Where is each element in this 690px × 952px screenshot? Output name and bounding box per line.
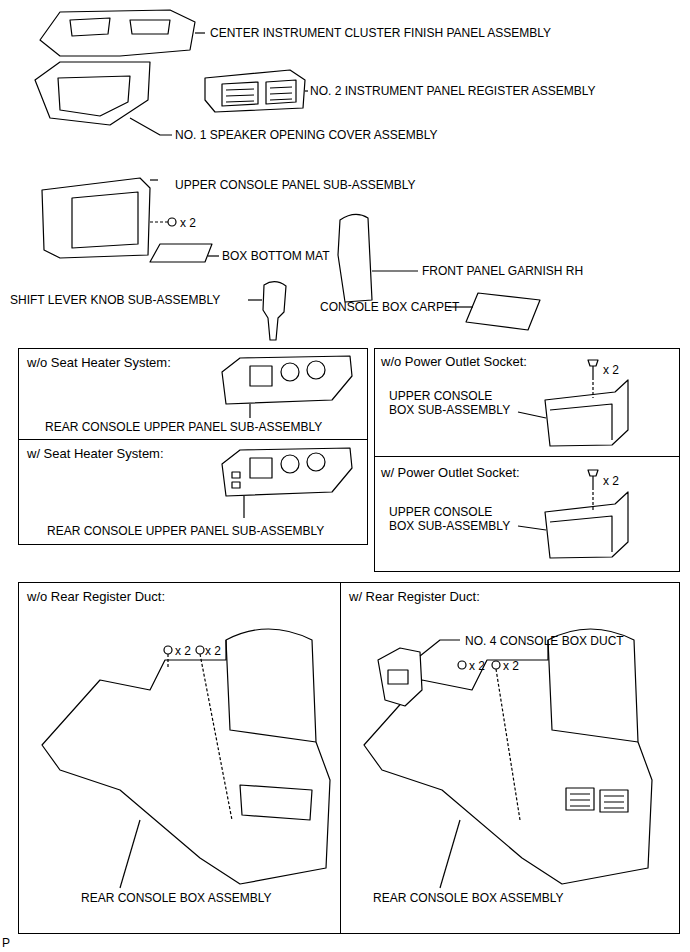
variant-frame: w/ Seat Heater System: REAR CONSOLE UPPER… (18, 439, 368, 545)
upper-panel-b (222, 448, 352, 496)
part-name: CENTER INSTRUMENT CLUSTER FINISH PANEL A… (210, 26, 551, 40)
variant-heading: w/ Seat Heater System: (27, 446, 164, 461)
part-name: NO. 4 CONSOLE BOX DUCT (465, 634, 624, 648)
part-name: REAR CONSOLE BOX ASSEMBLY (373, 891, 564, 905)
variant-heading: w/ Power Outlet Socket: (381, 465, 520, 480)
rear-console-b (364, 629, 652, 884)
variant-heading: w/ Rear Register Duct: (349, 589, 480, 604)
variant-frame: w/o Power Outlet Socket: x 2 UPPER CONSOLE… (374, 348, 680, 457)
console-box-b (545, 492, 628, 558)
part-name: REAR CONSOLE BOX ASSEMBLY (81, 891, 272, 905)
part-name: NO. 1 SPEAKER OPENING COVER ASSEMBLY (175, 128, 438, 142)
part-name: NO. 2 INSTRUMENT PANEL REGISTER ASSEMBLY (310, 84, 596, 98)
upper-panel-a (222, 356, 352, 404)
console-box-a (545, 380, 628, 446)
finish-panel (40, 10, 195, 56)
part-name: REAR CONSOLE UPPER PANEL SUB-ASSEMBLY (47, 524, 324, 538)
variant-frame: w/ Rear Register Duct: NO. 4 CONSOLE BOX … (340, 582, 680, 934)
part-name: SHIFT LEVER KNOB SUB-ASSEMBLY (10, 293, 220, 307)
quantity-note: x 2 (603, 363, 619, 377)
bottom-mat (150, 244, 212, 262)
part-name: REAR CONSOLE UPPER PANEL SUB-ASSEMBLY (45, 420, 322, 434)
carpet (466, 293, 540, 330)
part-name: CONSOLE BOX CARPET (320, 300, 459, 314)
variant-heading: w/o Seat Heater System: (27, 355, 171, 370)
quantity-note: x 2 (205, 644, 221, 658)
quantity-note: x 2 (469, 659, 485, 673)
variant-heading: w/o Power Outlet Socket: (381, 354, 527, 369)
part-name: UPPER CONSOLE BOX SUB-ASSEMBLY (389, 389, 517, 417)
quantity-note: x 2 (175, 644, 191, 658)
figure-code: P (2, 936, 10, 950)
quantity-note: x 2 (180, 216, 196, 230)
variant-frame: w/o Seat Heater System: REAR CONSOLE UPPE… (18, 348, 368, 440)
part-name: FRONT PANEL GARNISH RH (422, 264, 583, 278)
rear-console-a (42, 629, 330, 884)
garnish (338, 214, 372, 302)
duct (378, 648, 422, 706)
part-name: BOX BOTTOM MAT (222, 249, 330, 263)
quantity-note: x 2 (503, 659, 519, 673)
quantity-note: x 2 (603, 474, 619, 488)
upper-console-panel (42, 178, 150, 258)
part-name: UPPER CONSOLE BOX SUB-ASSEMBLY (389, 505, 517, 533)
variant-frame: w/o Rear Register Duct: x 2 x 2 REAR CONSOL… (18, 582, 341, 934)
variant-heading: w/o Rear Register Duct: (27, 589, 165, 604)
register (205, 70, 305, 112)
speaker-cover (35, 62, 150, 125)
shift-knob (263, 282, 286, 340)
part-name: UPPER CONSOLE PANEL SUB-ASSEMBLY (175, 178, 416, 192)
variant-frame: w/ Power Outlet Socket: x 2 UPPER CONSOLE … (374, 456, 680, 572)
